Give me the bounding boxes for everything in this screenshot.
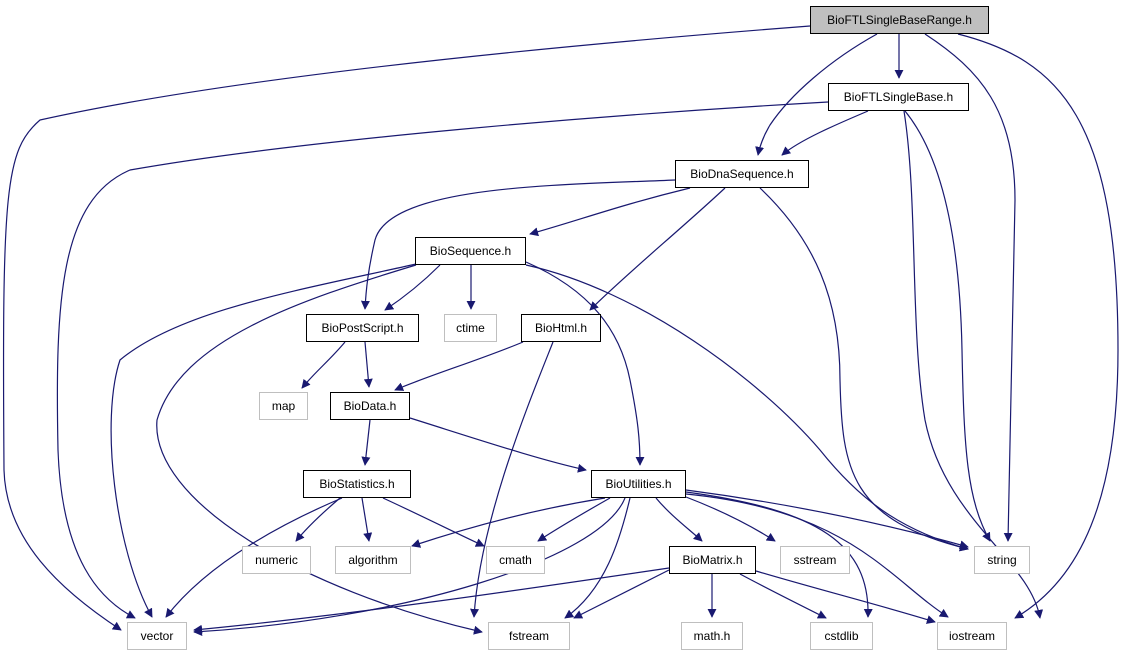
edge-sequence-to-utilities (525, 261, 645, 466)
node-biohtml-h[interactable]: BioHtml.h (521, 314, 601, 342)
node-fstream: fstream (488, 622, 570, 650)
edge-matrix-to-fstream (573, 569, 670, 619)
edge-dnaseq-to-sequence (529, 187, 691, 237)
edge-utilities-to-matrix (655, 497, 703, 542)
edge-statistics-to-vector (165, 497, 343, 618)
edge-html-to-fstream (470, 341, 554, 618)
edge-utilities-to-fstream (564, 497, 631, 619)
edge-singlebase-to-iostream (903, 110, 1044, 619)
edge-matrix-to-vector (193, 567, 670, 634)
node-biodata-h[interactable]: BioData.h (330, 392, 410, 420)
node-algorithm: algorithm (335, 546, 411, 574)
node-string: string (974, 546, 1030, 574)
node-biostatistics-h[interactable]: BioStatistics.h (303, 470, 411, 498)
edge-statistics-to-algorithm (361, 497, 373, 542)
node-biodnasequence-h[interactable]: BioDnaSequence.h (675, 160, 809, 188)
edge-root-to-iostream (957, 33, 1119, 619)
node-map: map (259, 392, 308, 420)
edge-sequence-to-fstream (156, 264, 483, 635)
node-cmath: cmath (486, 546, 545, 574)
edge-sequence-to-vector (110, 263, 417, 618)
edge-root-to-vector (2, 25, 811, 631)
node-math-h: math.h (681, 622, 743, 650)
edge-data-to-statistics (361, 419, 371, 466)
node-cstdlib: cstdlib (810, 622, 873, 650)
node-sstream: sstream (780, 546, 850, 574)
edge-singlebase-to-string (904, 110, 991, 542)
edge-utilities-to-vector (193, 497, 626, 637)
edge-statistics-to-cmath (382, 497, 485, 547)
node-iostream: iostream (937, 622, 1007, 650)
node-biosequence-h[interactable]: BioSequence.h (415, 237, 526, 265)
edge-utilities-to-sstream (685, 496, 776, 542)
edge-utilities-to-cstdlib (685, 491, 873, 618)
edge-data-to-utilities (409, 417, 587, 473)
edge-root-to-string (924, 33, 1016, 542)
edge-postscript-to-map (301, 341, 346, 389)
edge-singlebase-to-dnaseq (781, 110, 869, 156)
edge-matrix-to-cstdlib (739, 573, 827, 619)
edge-utilities-to-iostream (685, 493, 949, 618)
edge-root-to-dnaseq (755, 33, 878, 156)
edge-sequence-to-postscript (384, 264, 441, 311)
node-numeric: numeric (242, 546, 311, 574)
edge-statistics-to-numeric (295, 497, 341, 542)
node-biomatrix-h[interactable]: BioMatrix.h (669, 546, 756, 574)
node-biopostscript-h[interactable]: BioPostScript.h (306, 314, 419, 342)
node-bioftlsinglebaserange-h[interactable]: BioFTLSingleBaseRange.h (810, 6, 989, 34)
node-ctime: ctime (444, 314, 497, 342)
edge-matrix-to-iostream (755, 570, 936, 624)
edge-postscript-to-data (363, 341, 373, 388)
edge-utilities-to-cmath (537, 497, 611, 542)
node-bioftlsinglebase-h[interactable]: BioFTLSingleBase.h (828, 83, 969, 111)
edge-html-to-data (394, 341, 524, 391)
edge-dnaseq-to-html (589, 187, 726, 311)
node-vector: vector (127, 622, 187, 650)
edge-singlebase-to-vector (56, 101, 829, 619)
node-bioutilities-h[interactable]: BioUtilities.h (591, 470, 686, 498)
edge-utilities-to-string (685, 489, 969, 550)
edge-sequence-to-string (525, 264, 969, 552)
edge-dnaseq-to-string (759, 187, 969, 552)
edge-utilities-to-algorithm (411, 497, 606, 548)
